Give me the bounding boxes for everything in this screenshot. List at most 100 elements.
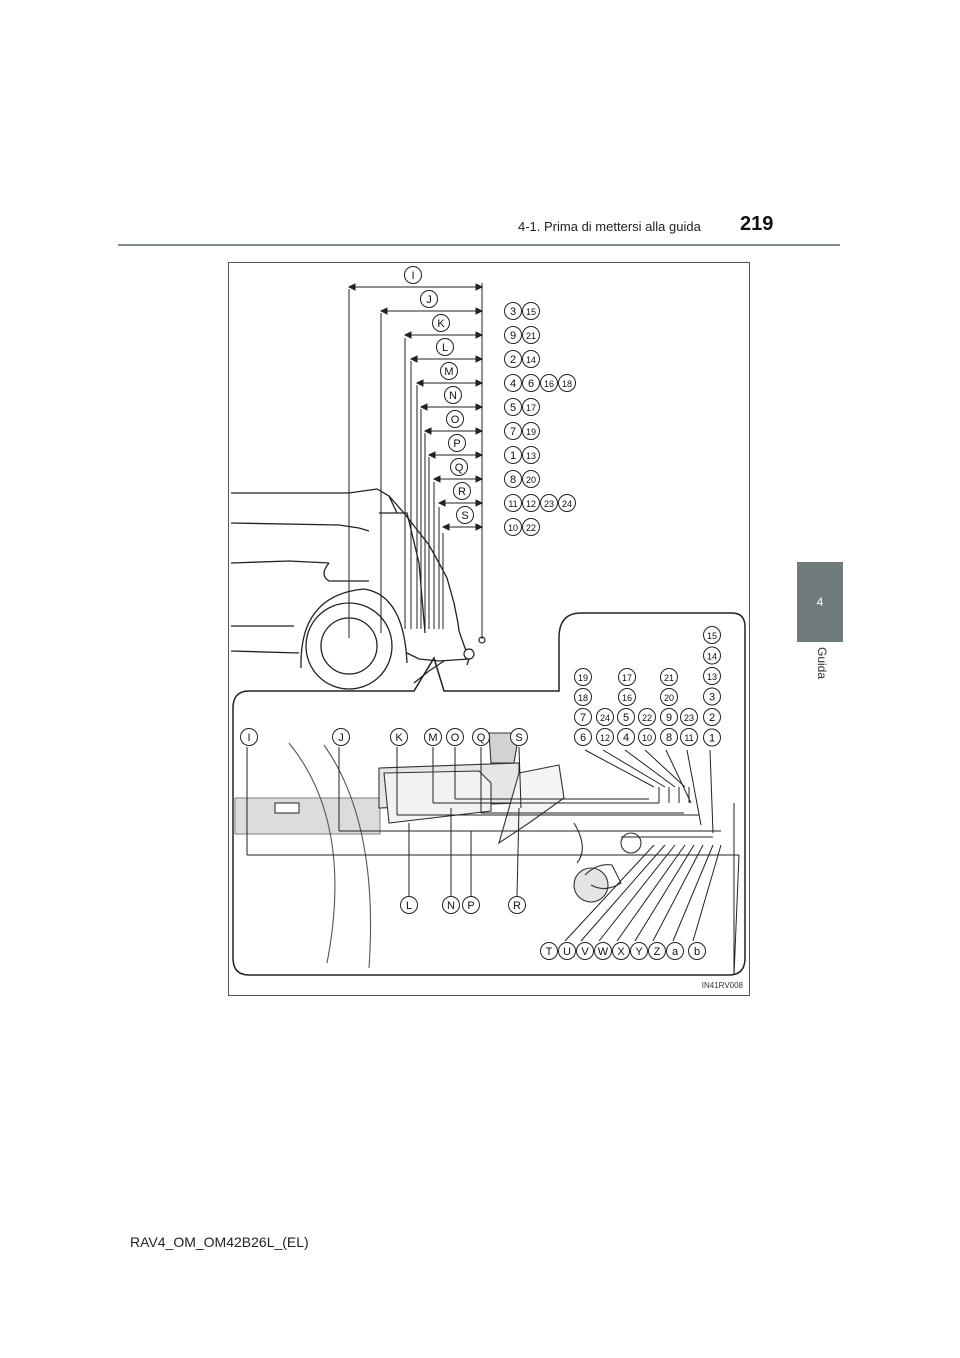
detail-letter-s: S: [510, 728, 528, 746]
detail-letter-V: V: [576, 942, 594, 960]
detail-number-12: 12: [596, 728, 614, 746]
detail-letter-n: N: [442, 896, 460, 914]
svg-text:J: J: [338, 732, 344, 744]
number-callout-23: 23: [540, 494, 558, 512]
svg-text:1: 1: [709, 733, 715, 745]
running-header-section: 4-1. Prima di mettersi alla guida: [518, 219, 701, 234]
letter-callout-q: Q: [450, 458, 468, 476]
svg-text:J: J: [426, 294, 432, 306]
svg-text:N: N: [449, 390, 457, 402]
letter-callout-n: N: [444, 386, 462, 404]
svg-text:4: 4: [510, 378, 516, 390]
letter-callout-k: K: [432, 314, 450, 332]
svg-text:9: 9: [510, 330, 516, 342]
svg-text:2: 2: [709, 712, 715, 724]
svg-text:V: V: [581, 946, 589, 958]
svg-text:Z: Z: [654, 946, 661, 958]
svg-text:1: 1: [510, 450, 516, 462]
number-callout-14: 14: [522, 350, 540, 368]
detail-letter-m: M: [424, 728, 442, 746]
detail-number-24: 24: [596, 708, 614, 726]
svg-text:4: 4: [623, 732, 629, 744]
detail-number-7: 7: [574, 708, 592, 726]
svg-text:O: O: [451, 414, 460, 426]
detail-letter-Z: Z: [648, 942, 666, 960]
svg-text:P: P: [467, 900, 474, 912]
number-callout-7: 7: [504, 422, 522, 440]
svg-text:12: 12: [526, 499, 536, 509]
svg-text:I: I: [247, 732, 250, 744]
detail-number-18: 18: [574, 688, 592, 706]
letter-callout-o: O: [446, 410, 464, 428]
detail-frame: [232, 612, 746, 976]
svg-text:21: 21: [664, 673, 674, 683]
svg-text:19: 19: [526, 427, 536, 437]
number-callout-8: 8: [504, 470, 522, 488]
detail-letter-i: I: [240, 728, 258, 746]
svg-text:Q: Q: [455, 462, 464, 474]
detail-number-13: 13: [703, 667, 721, 685]
svg-text:K: K: [437, 318, 445, 330]
svg-text:13: 13: [707, 672, 717, 682]
detail-letter-k: K: [390, 728, 408, 746]
detail-number-11: 11: [680, 728, 698, 746]
detail-letter-U: U: [558, 942, 576, 960]
svg-text:7: 7: [580, 712, 586, 724]
detail-number-10: 10: [638, 728, 656, 746]
svg-text:W: W: [598, 946, 609, 958]
detail-letter-X: X: [612, 942, 630, 960]
number-callout-12: 12: [522, 494, 540, 512]
svg-text:6: 6: [580, 732, 586, 744]
header-rule: [118, 244, 840, 246]
svg-text:8: 8: [666, 732, 672, 744]
svg-text:6: 6: [528, 378, 534, 390]
number-callout-10: 10: [504, 518, 522, 536]
number-callout-19: 19: [522, 422, 540, 440]
letter-callout-p: P: [448, 434, 466, 452]
detail-number-5: 5: [617, 708, 635, 726]
letter-callout-s: S: [456, 506, 474, 524]
svg-text:22: 22: [526, 523, 536, 533]
svg-text:20: 20: [664, 693, 674, 703]
detail-number-15: 15: [703, 626, 721, 644]
page-number: 219: [740, 213, 774, 235]
detail-letter-q: Q: [472, 728, 490, 746]
svg-text:16: 16: [544, 379, 554, 389]
number-callout-24: 24: [558, 494, 576, 512]
detail-letter-a: a: [666, 942, 684, 960]
svg-text:3: 3: [709, 692, 715, 704]
svg-text:2: 2: [510, 354, 516, 366]
detail-letter-T: T: [540, 942, 558, 960]
svg-text:14: 14: [526, 355, 536, 365]
svg-text:T: T: [546, 946, 553, 958]
svg-text:P: P: [453, 438, 460, 450]
detail-number-19: 19: [574, 668, 592, 686]
svg-text:23: 23: [544, 499, 554, 509]
number-callout-3: 3: [504, 302, 522, 320]
svg-text:U: U: [563, 946, 571, 958]
svg-text:7: 7: [510, 426, 516, 438]
svg-text:R: R: [458, 486, 466, 498]
svg-text:16: 16: [622, 693, 632, 703]
svg-text:15: 15: [526, 307, 536, 317]
svg-text:12: 12: [600, 733, 610, 743]
dimension-verticals: [348, 283, 483, 639]
svg-text:21: 21: [526, 331, 536, 341]
chapter-tab: 4: [797, 562, 843, 642]
svg-text:24: 24: [600, 713, 610, 723]
svg-text:18: 18: [562, 379, 572, 389]
detail-number-9: 9: [660, 708, 678, 726]
svg-text:11: 11: [508, 499, 517, 509]
svg-text:5: 5: [623, 712, 629, 724]
letter-callout-j: J: [420, 290, 438, 308]
dimension-arrows: [347, 283, 484, 531]
svg-text:K: K: [395, 732, 403, 744]
svg-text:O: O: [451, 732, 460, 744]
svg-text:13: 13: [526, 451, 536, 461]
number-callout-4: 4: [504, 374, 522, 392]
detail-letter-r: R: [508, 896, 526, 914]
detail-number-23: 23: [680, 708, 698, 726]
detail-number-17: 17: [618, 668, 636, 686]
detail-number-6: 6: [574, 728, 592, 746]
detail-letter-l: L: [400, 896, 418, 914]
